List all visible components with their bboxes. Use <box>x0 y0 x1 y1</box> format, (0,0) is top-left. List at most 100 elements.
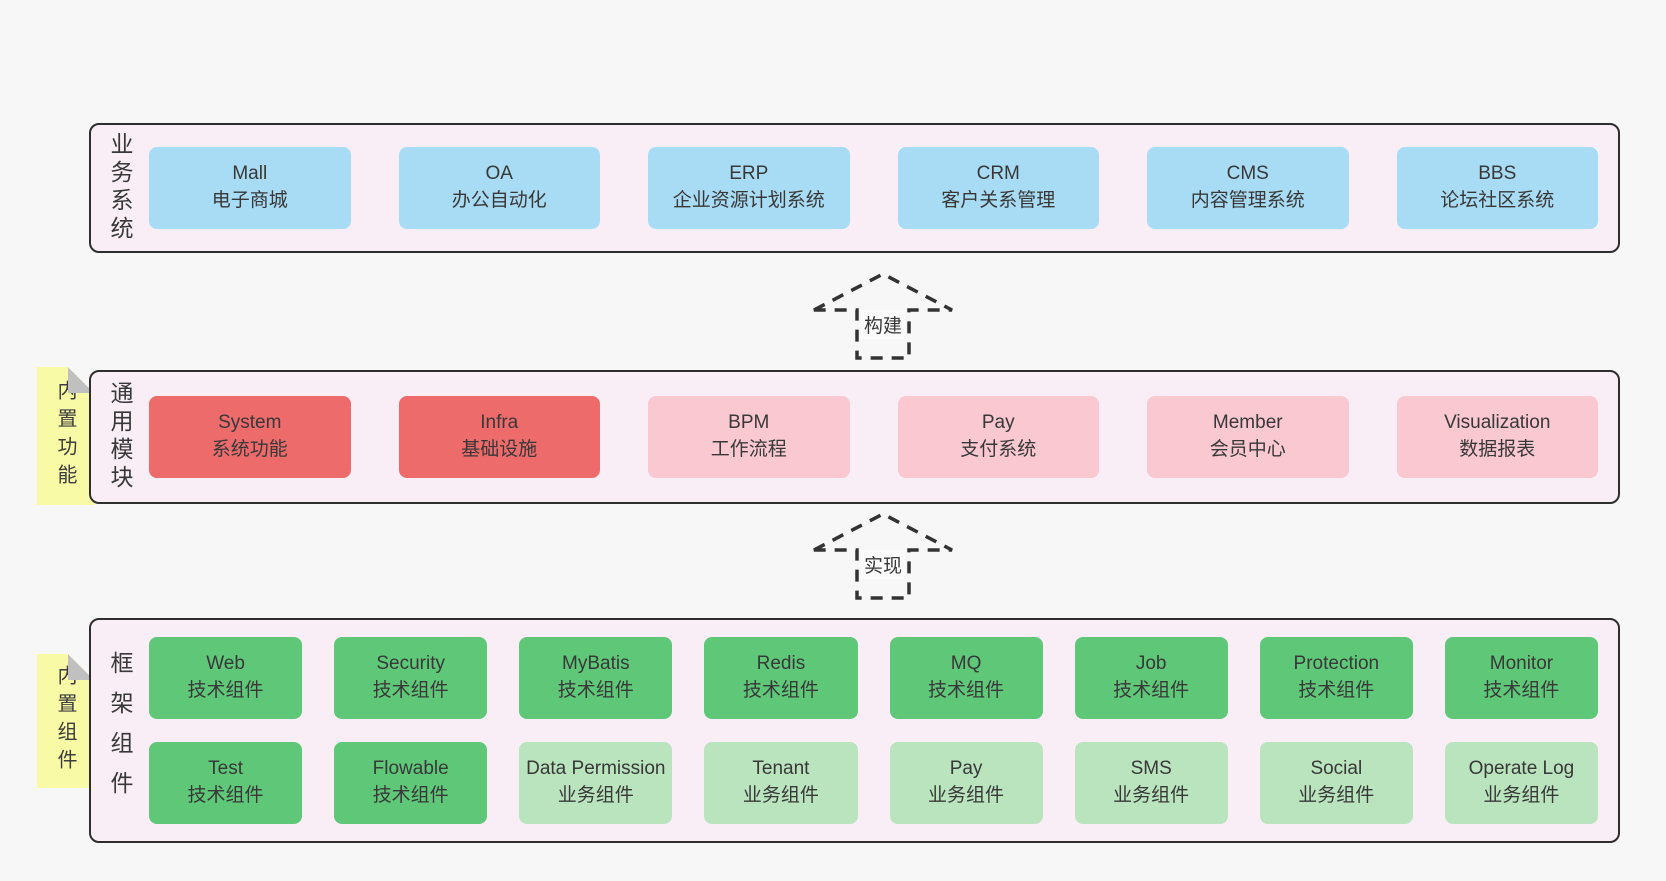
box-flowable: Flowable 技术组件 <box>334 742 488 824</box>
side-tab-label: 内置功能 <box>54 380 76 492</box>
box-title: Visualization <box>1444 412 1551 434</box>
box-web: Web 技术组件 <box>149 637 303 719</box>
box-subtitle: 技术组件 <box>1483 680 1560 701</box>
box-system: System 系统功能 <box>149 396 351 478</box>
box-mall: Mall 电子商城 <box>149 147 351 229</box>
box-subtitle: 技术组件 <box>928 680 1005 701</box>
arrow-label: 构建 <box>860 310 906 339</box>
box-title: Protection <box>1293 653 1380 675</box>
box-subtitle: 技术组件 <box>557 680 634 701</box>
section-label: 业务系统 <box>107 132 133 244</box>
dashed-up-arrow-icon <box>813 512 953 600</box>
box-title: Social <box>1310 758 1363 780</box>
box-rows: Mall 电子商城 OA 办公自动化 ERP 企业资源计划系统 CRM 客户关系管理 CMS 内容… <box>149 125 1618 251</box>
box-subtitle: 办公自动化 <box>451 190 547 211</box>
box-subtitle: 工作流程 <box>710 439 787 460</box>
box-erp: ERP 企业资源计划系统 <box>648 147 850 229</box>
box-operate-log: Operate Log 业务组件 <box>1444 742 1598 824</box>
box-title: Web <box>206 653 245 675</box>
box-title: MQ <box>950 653 982 675</box>
box-subtitle: 业务组件 <box>1113 785 1190 806</box>
box-subtitle: 论坛社区系统 <box>1440 190 1555 211</box>
box-oa: OA 办公自动化 <box>398 147 600 229</box>
box-crm: CRM 客户关系管理 <box>897 147 1099 229</box>
box-infra: Infra 基础设施 <box>398 396 600 478</box>
box-title: Flowable <box>372 758 449 780</box>
box-subtitle: 业务组件 <box>742 785 819 806</box>
box-sms: SMS 业务组件 <box>1074 742 1228 824</box>
box-rows: System 系统功能 Infra 基础设施 BPM 工作流程 Pay 支付系统 Member 会… <box>149 372 1618 502</box>
box-title: Infra <box>480 412 519 434</box>
dashed-up-arrow-icon <box>813 272 953 360</box>
section-label: 通用模块 <box>107 381 133 493</box>
section-business-systems: 业务系统 Mall 电子商城 OA 办公自动化 ERP 企业资源计划系统 CRM 客户关系管理… <box>89 123 1620 253</box>
box-row: Mall 电子商城 OA 办公自动化 ERP 企业资源计划系统 CRM 客户关系管理 CMS 内容… <box>149 147 1598 229</box>
box-subtitle: 支付系统 <box>960 439 1037 460</box>
box-title: Data Permission <box>526 758 666 780</box>
box-cms: CMS 内容管理系统 <box>1147 147 1349 229</box>
box-subtitle: 技术组件 <box>372 680 449 701</box>
box-job: Job 技术组件 <box>1074 637 1228 719</box>
box-title: ERP <box>729 163 769 185</box>
section-common-modules: 通用模块 System 系统功能 Infra 基础设施 BPM 工作流程 Pay 支付系统 Me… <box>89 370 1620 504</box>
box-title: Security <box>376 653 445 675</box>
box-member: Member 会员中心 <box>1147 396 1349 478</box>
box-bpm: BPM 工作流程 <box>648 396 850 478</box>
box-row: System 系统功能 Infra 基础设施 BPM 工作流程 Pay 支付系统 Member 会… <box>149 396 1598 478</box>
box-title: Operate Log <box>1468 758 1575 780</box>
box-subtitle: 基础设施 <box>461 439 538 460</box>
box-title: OA <box>485 163 513 185</box>
box-subtitle: 电子商城 <box>211 190 288 211</box>
box-mybatis: MyBatis 技术组件 <box>519 637 673 719</box>
box-title: System <box>218 412 282 434</box>
box-title: Test <box>208 758 243 780</box>
box-subtitle: 技术组件 <box>1113 680 1190 701</box>
box-title: Member <box>1212 412 1283 434</box>
box-subtitle: 系统功能 <box>211 439 288 460</box>
side-tab-built-in-features: 内置功能 <box>37 367 94 505</box>
box-subtitle: 会员中心 <box>1209 439 1286 460</box>
box-bbs: BBS 论坛社区系统 <box>1396 147 1598 229</box>
box-redis: Redis 技术组件 <box>704 637 858 719</box>
box-pay: Pay 支付系统 <box>897 396 1099 478</box>
box-subtitle: 客户关系管理 <box>941 190 1056 211</box>
box-subtitle: 数据报表 <box>1459 439 1536 460</box>
box-title: BPM <box>728 412 770 434</box>
box-subtitle: 业务组件 <box>1298 785 1375 806</box>
box-subtitle: 内容管理系统 <box>1190 190 1305 211</box>
box-title: Pay <box>949 758 983 780</box>
section-label: 框架组件 <box>107 650 133 811</box>
arrow-label: 实现 <box>860 550 906 579</box>
box-title: CMS <box>1226 163 1269 185</box>
box-title: Job <box>1135 653 1167 675</box>
box-social: Social 业务组件 <box>1259 742 1413 824</box>
box-data-permission: Data Permission 业务组件 <box>519 742 673 824</box>
box-subtitle: 技术组件 <box>187 680 264 701</box>
box-title: MyBatis <box>562 653 630 675</box>
box-title: SMS <box>1130 758 1172 780</box>
dashed-arrow-implement: 实现 <box>808 510 958 602</box>
box-title: Pay <box>981 412 1015 434</box>
box-title: BBS <box>1478 163 1517 185</box>
box-subtitle: 业务组件 <box>557 785 634 806</box>
box-subtitle: 技术组件 <box>742 680 819 701</box>
box-title: CRM <box>976 163 1020 185</box>
box-subtitle: 业务组件 <box>928 785 1005 806</box>
box-subtitle: 技术组件 <box>372 785 449 806</box>
box-title: Mall <box>232 163 268 185</box>
box-subtitle: 企业资源计划系统 <box>672 190 825 211</box>
box-subtitle: 业务组件 <box>1483 785 1560 806</box>
box-mq: MQ 技术组件 <box>889 637 1043 719</box>
side-tab-label: 内置组件 <box>54 665 76 777</box>
box-title: Redis <box>756 653 806 675</box>
box-security: Security 技术组件 <box>334 637 488 719</box>
box-subtitle: 技术组件 <box>1298 680 1375 701</box>
